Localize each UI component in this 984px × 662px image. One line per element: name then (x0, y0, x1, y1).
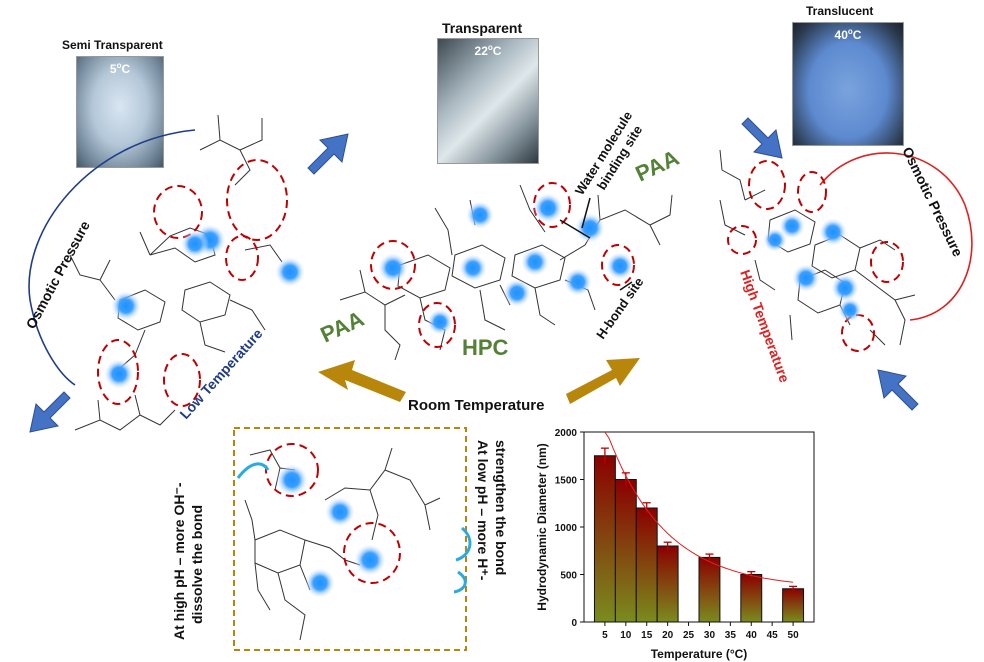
room-temperature-label: Room Temperature (408, 397, 544, 414)
photo-22c: 22oC (437, 38, 539, 164)
y-tick-label: 2000 (555, 428, 578, 439)
water-site-pointer (581, 197, 591, 229)
x-tick-label: 50 (788, 630, 800, 641)
semi-transparent-label: Semi Transparent (62, 38, 163, 52)
bar (656, 545, 679, 623)
gold-arrow-right (566, 358, 640, 404)
ph-box-structure (244, 447, 441, 641)
low-temp-water-molecules (104, 224, 305, 389)
photo-temp-5c: 5oC (109, 61, 131, 76)
hpc-label: HPC (462, 335, 509, 360)
high-temperature-label: High Temperature (737, 268, 793, 385)
high-ph-curl-arrow (236, 462, 270, 479)
x-tick-label: 15 (641, 630, 653, 641)
water-binding-site-label: Water molecule binding site (572, 105, 651, 206)
room-temp-oh-circles (370, 182, 635, 348)
photo-temp-value: 40 (834, 28, 848, 42)
x-tick-label: 25 (683, 630, 695, 641)
bar (740, 574, 763, 623)
osmotic-pressure-right: Osmotic Pressure (899, 144, 966, 259)
bar (782, 588, 805, 623)
water-site-pointer-2 (559, 219, 591, 239)
translucent-label: Translucent (806, 4, 874, 18)
photo-temp-unit: C (121, 62, 131, 76)
osmotic-pressure-left: Osmotic Pressure (23, 218, 93, 332)
low-temp-oh-circles (97, 159, 288, 407)
y-axis-label: Hydrodynamic Diameter (nm) (535, 443, 549, 610)
y-tick-label: 1500 (555, 476, 578, 487)
osmotic-arc-right (819, 152, 973, 321)
low-temperature-structure (69, 114, 283, 431)
x-tick-label: 20 (662, 630, 674, 641)
high-temp-oh-circles (727, 160, 904, 352)
blue-arrow-up-left (307, 133, 349, 175)
y-tick-label: 1000 (555, 523, 578, 534)
h-bond-pointer (619, 281, 633, 291)
curl-arrow-bottom (453, 570, 467, 594)
low-ph-curl-arrow (455, 526, 472, 562)
transparent-label: Transparent (442, 20, 523, 36)
x-axis-label: Temperature (°C) (651, 647, 748, 661)
x-tick-label: 30 (704, 630, 716, 641)
photo-temp-value: 5 (109, 62, 117, 76)
bar (614, 479, 637, 623)
x-tick-label: 5 (602, 630, 608, 641)
x-tick-label: 35 (725, 630, 737, 641)
high-temp-water-molecules (763, 213, 862, 322)
photo-40c: 40oC (792, 22, 904, 146)
photo-temp-40c: 40oC (834, 27, 862, 42)
low-ph-line1: At low pH – more H⁺- (475, 440, 491, 581)
paa-label-center-right: PAA (632, 145, 683, 187)
x-tick-label: 10 (620, 630, 632, 641)
paa-label-center-left: PAA (317, 306, 368, 348)
low-temperature-label: Low Temperature (176, 325, 265, 422)
low-ph-line2: strengthen the bond (493, 440, 509, 575)
photo-temp-unit: C (492, 44, 502, 58)
high-ph-line2: dissolve the bond (189, 505, 205, 624)
x-tick-label: 45 (767, 630, 779, 641)
photo-5c: 5oC (76, 56, 164, 168)
photo-temp-unit: C (852, 28, 862, 42)
blue-arrow-down-right (741, 117, 783, 159)
bar (635, 507, 658, 623)
high-ph-line1: At high pH – more OH⁻- (171, 482, 187, 640)
gold-arrow-left (318, 360, 406, 402)
ph-detail-box (233, 427, 467, 651)
y-tick-label: 0 (571, 618, 577, 629)
blue-arrow-up-right (877, 369, 919, 411)
low-ph-text: At low pH – more H⁺- strengthen the bond (475, 440, 509, 584)
osmotic-arc-left (28, 129, 196, 386)
fit-curve (604, 431, 794, 583)
bar (698, 556, 721, 623)
blue-arrow-down-left (29, 391, 71, 433)
x-tick-label: 40 (746, 630, 758, 641)
y-tick-label: 500 (560, 571, 577, 582)
room-temp-water-molecules (378, 193, 634, 335)
high-ph-text: At high pH – more OH⁻- dissolve the bond (171, 479, 205, 640)
bar (593, 455, 616, 623)
ph-box-water-molecules (276, 464, 386, 598)
photo-temp-value: 22 (474, 44, 488, 58)
photo-temp-22c: 22oC (474, 43, 502, 58)
